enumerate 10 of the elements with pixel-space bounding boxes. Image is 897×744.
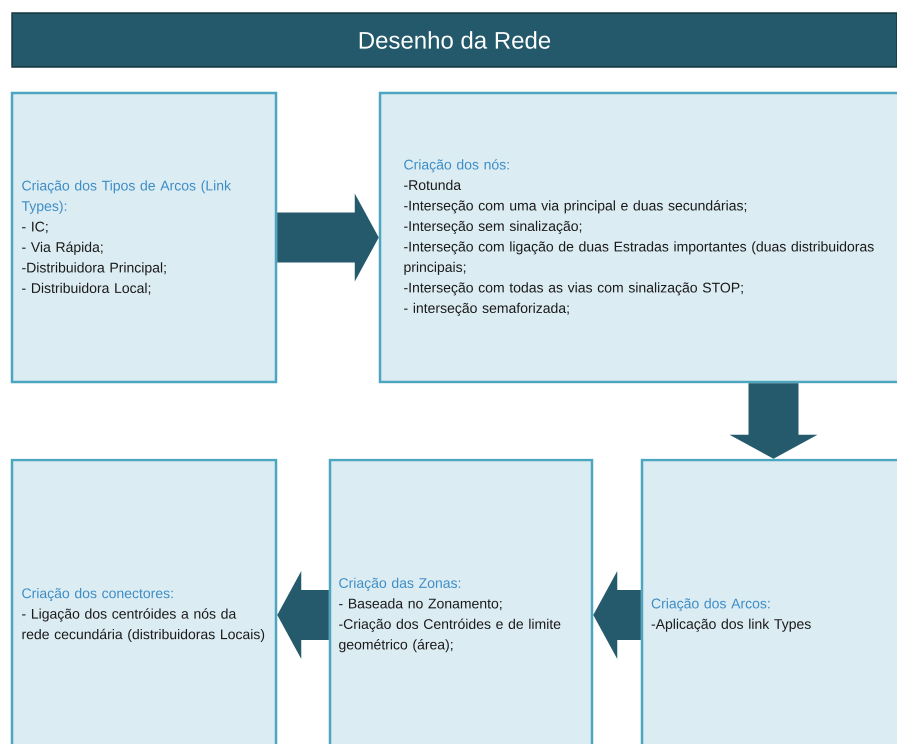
block-arrow	[593, 571, 641, 659]
process-box: Criação das Zonas: - Baseada no Zonamento; -Criação dos Centróides e de limite geométrico (área);	[328, 458, 594, 744]
title-banner: Desenho da Rede	[11, 12, 897, 68]
process-box: Criação dos nós: -Rotunda -Interseção com uma via principal e duas secundárias; -Interseção sem sinalização; -Interseção com ligação de duas Estradas importantes (duas distribuidoras principais; -Interseção com todas as vias com sinalização STOP; - interseção semaforizada;	[378, 92, 897, 384]
block-arrow	[277, 571, 329, 659]
block-arrow	[730, 383, 818, 459]
process-box: Criação dos Arcos: -Aplicação dos link Types	[640, 458, 897, 744]
block-arrow	[277, 194, 379, 282]
process-box: Criação dos Tipos de Arcos (Link Types): - IC; - Via Rápida; -Distribuidora Principal; - Distribuidora Local;	[10, 92, 278, 384]
process-box: Criação dos conectores: - Ligação dos centróides a nós da rede cecundária (distribuidoras Locais)	[10, 458, 278, 744]
